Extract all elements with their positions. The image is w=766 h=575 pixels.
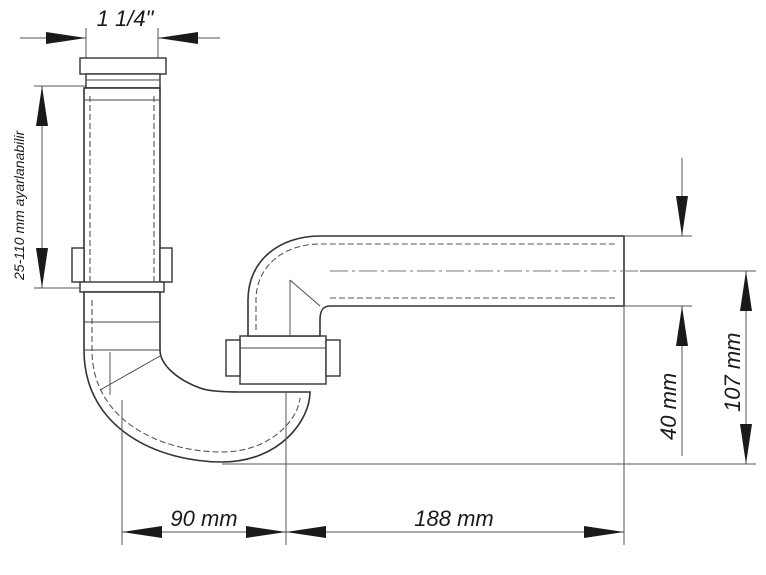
outlet-length-label: 188 mm [414,506,493,531]
thread-size-dimension: 1 1/4" [20,6,220,58]
vertical-tube [83,87,161,289]
adjustable-height-label: 25-110 mm ayarlanabilir [11,130,27,281]
thread-size-label: 1 1/4" [97,6,155,31]
overall-height-dimension: 107 mm [720,271,752,464]
adjustable-height-dimension: 25-110 mm ayarlanabilir [11,85,86,289]
lower-clamp-nut [225,335,341,385]
outlet-pipe [247,235,640,337]
outlet-height-dimension: 40 mm [656,158,688,456]
trap-bend [83,291,311,463]
outlet-height-label: 40 mm [656,373,681,440]
outlet-length-dimension: 188 mm [286,506,624,538]
trap-offset-label: 90 mm [170,506,237,531]
trap-offset-dimension: 90 mm [122,506,286,538]
overall-height-label: 107 mm [720,333,745,412]
top-flange [79,57,167,89]
extension-lines [121,235,756,545]
